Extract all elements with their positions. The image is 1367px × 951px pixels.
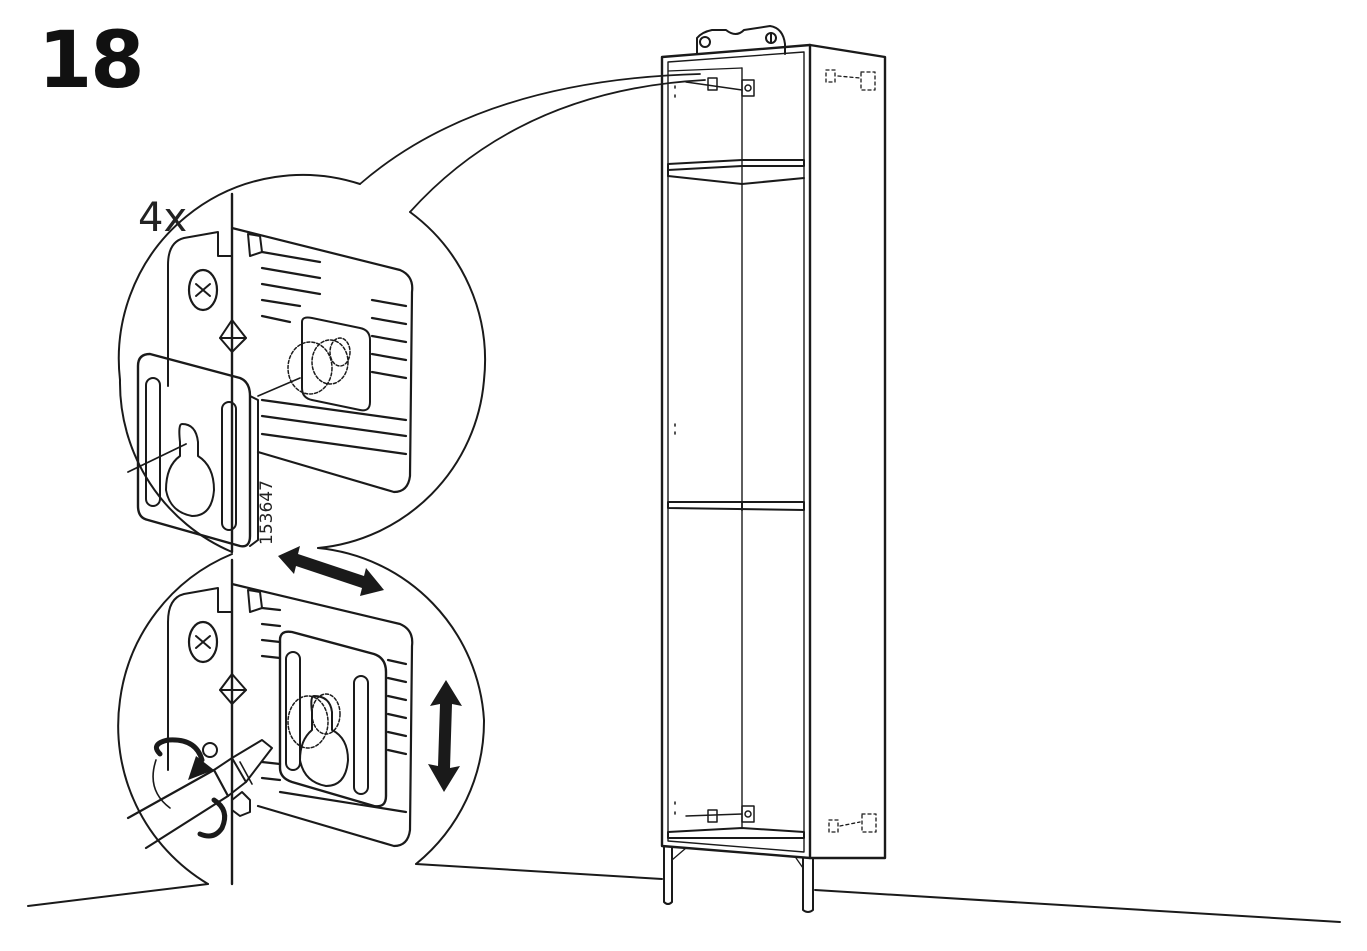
cabinet-legs (663, 845, 814, 913)
detail-circle-bottom (117, 547, 486, 886)
callout-pointer (359, 73, 706, 213)
mounting-plate (127, 352, 259, 548)
rotate-arrow-icon (152, 737, 228, 839)
horizontal-double-arrow-icon (278, 546, 384, 596)
screwdriver-icon (126, 739, 273, 850)
hanging-fitting-bottom (685, 805, 755, 823)
screw-icon (187, 620, 219, 664)
step-number: 18 (38, 16, 145, 106)
wall-bracket (696, 25, 786, 55)
mounted-plate (278, 630, 388, 808)
back-fitting-top (825, 69, 876, 91)
cabinet (660, 25, 887, 913)
floor-lines (27, 863, 1341, 923)
vertical-double-arrow-icon (428, 680, 462, 792)
screw-icon (187, 268, 219, 312)
bolt-dashed-icon (287, 693, 341, 749)
quantity-label: 4x (138, 195, 188, 241)
detail-circle-top (117, 173, 487, 554)
bolt-dashed-icon (287, 337, 351, 395)
hanging-fitting-top (685, 77, 755, 97)
part-number-label: 153647 (257, 480, 277, 545)
back-fitting-bottom (828, 813, 877, 833)
